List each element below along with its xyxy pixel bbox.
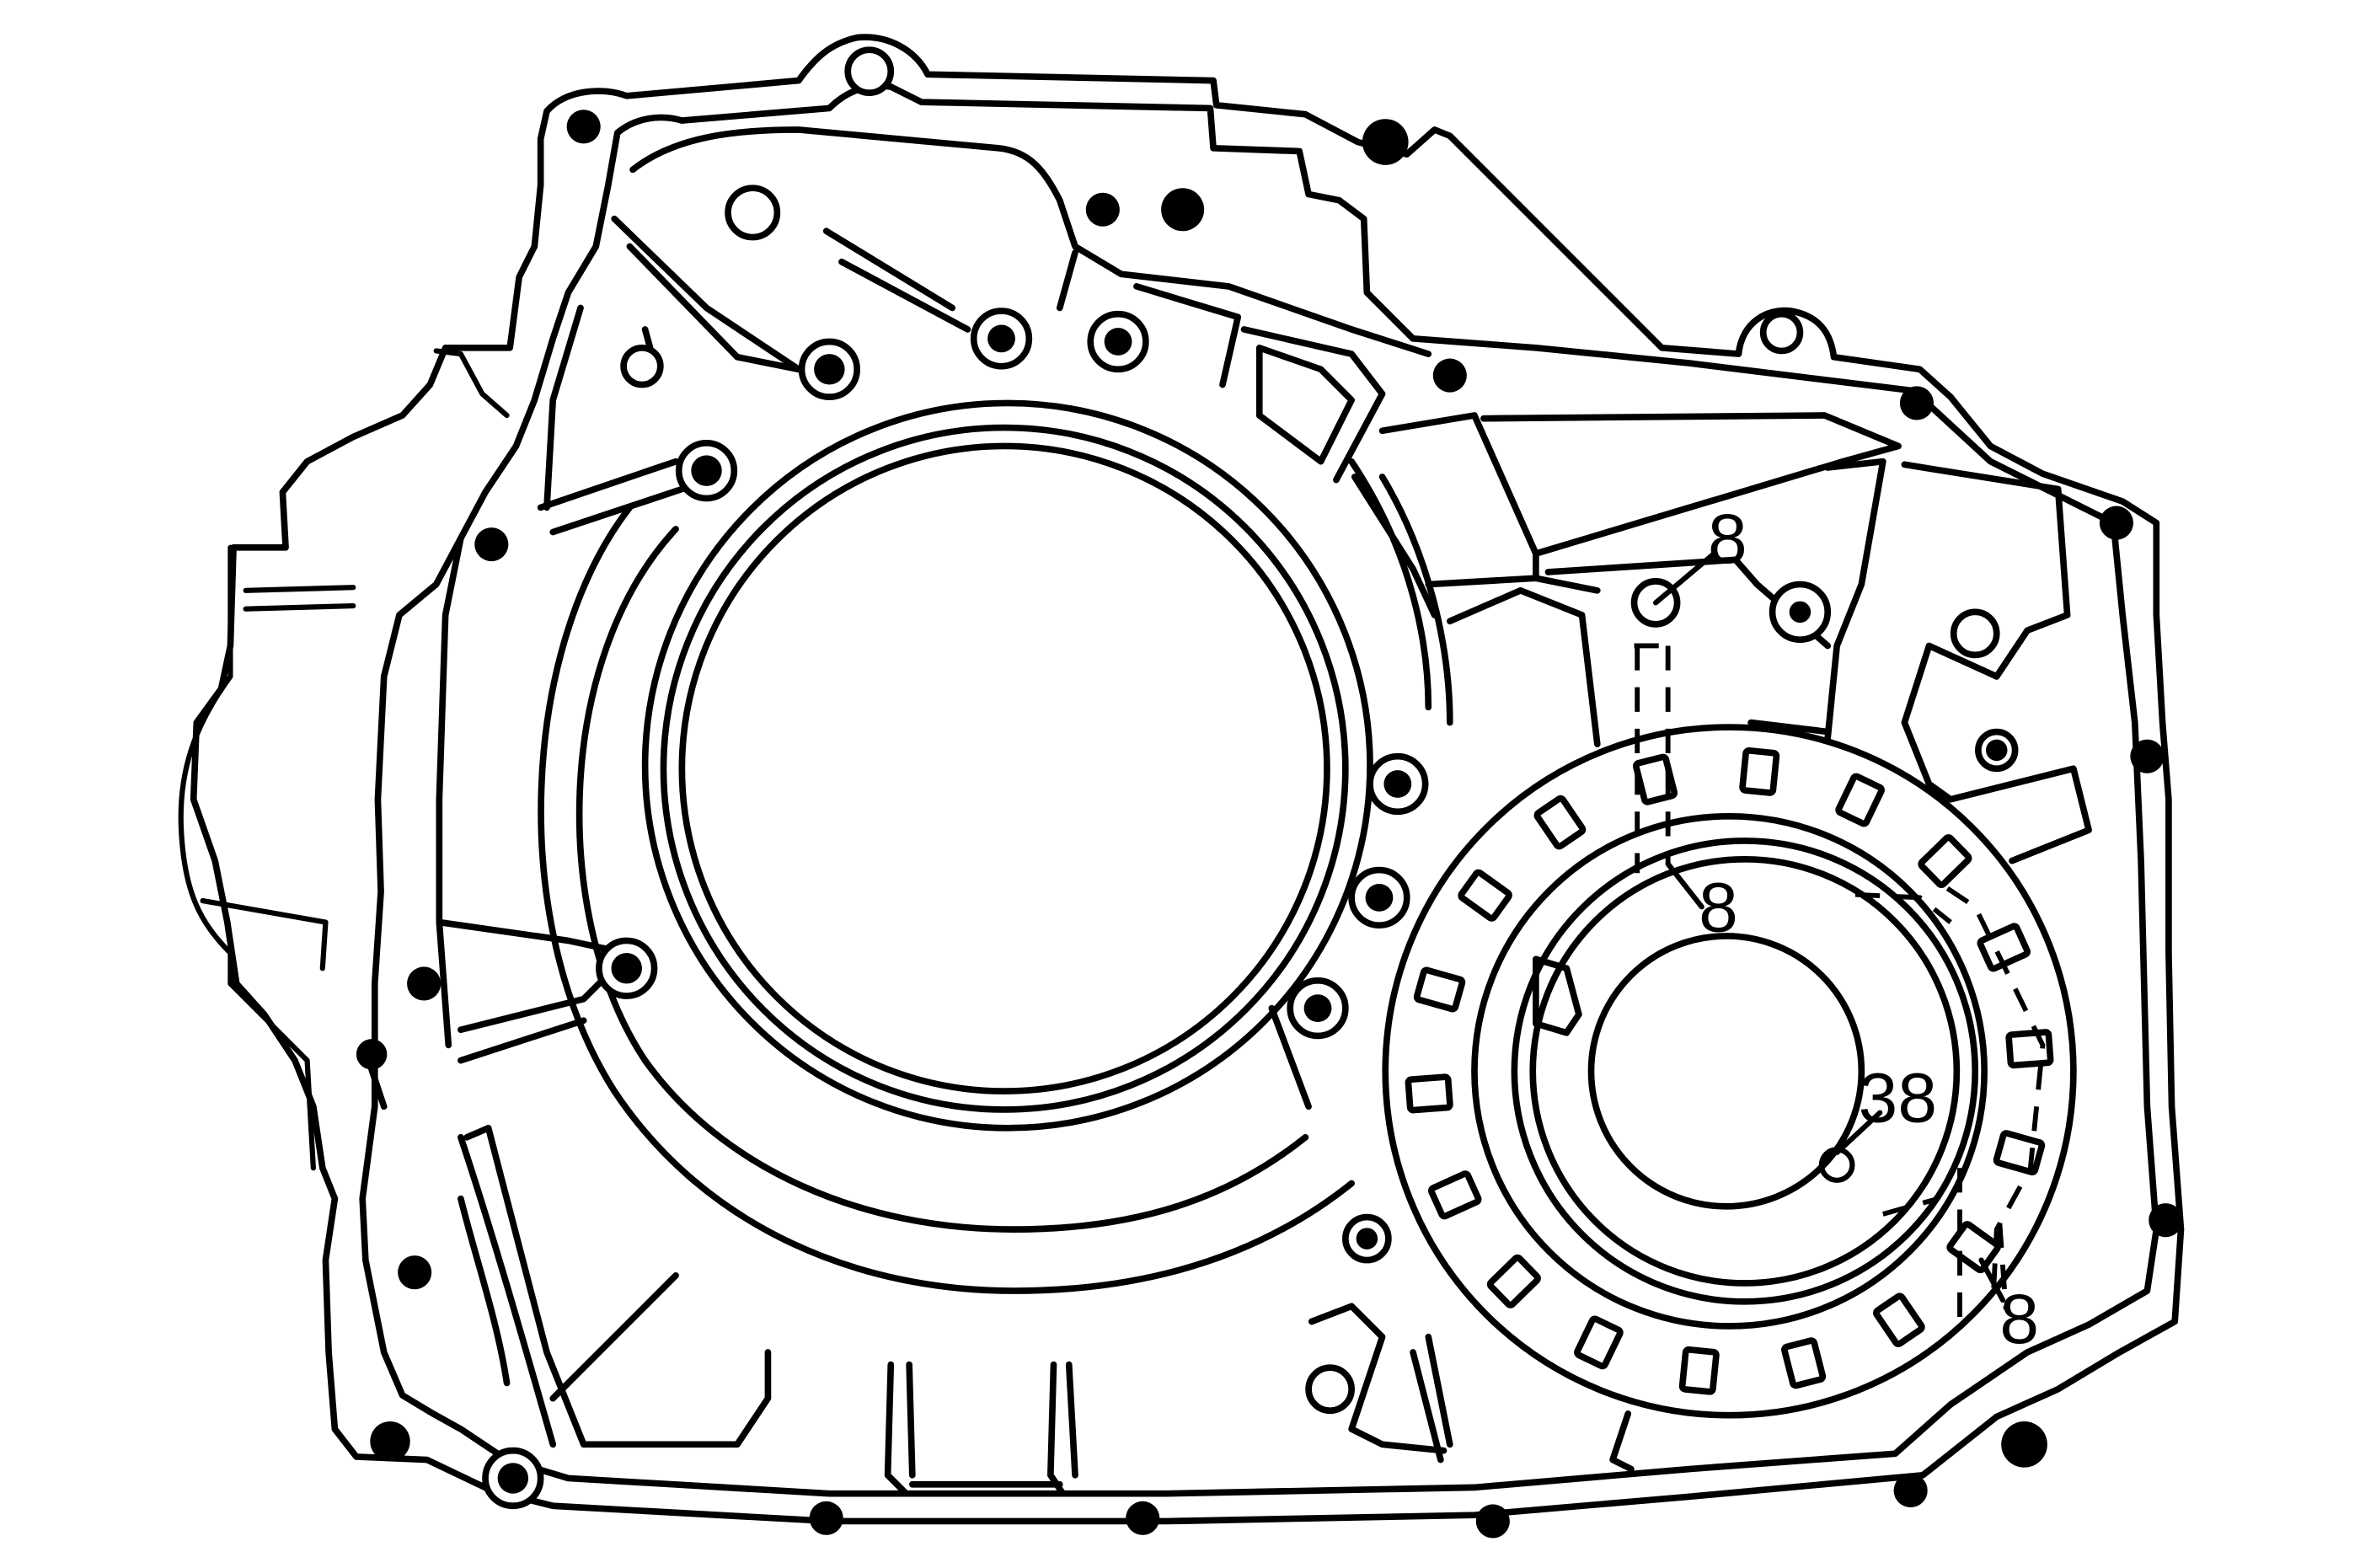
- bolt-hole: [1161, 188, 1205, 232]
- bolt-hole: [407, 966, 441, 1001]
- bolt-hole: [1432, 358, 1467, 393]
- bolt-hole: [1348, 866, 1410, 929]
- callout-leaders: [1652, 550, 2006, 1303]
- bolt-hole: [1085, 192, 1120, 227]
- bolt-hole: [1475, 1504, 1510, 1539]
- drum-lug: [1427, 1170, 1482, 1220]
- drum-lug: [1781, 1337, 1827, 1389]
- solid-bolt-holes: [356, 110, 2183, 1539]
- drum-lug: [1993, 1130, 2046, 1176]
- drum-lug: [1458, 869, 1512, 922]
- bolt-hole: [1087, 310, 1149, 373]
- bolt-hole: [1769, 581, 1832, 643]
- bolt-hole: [1899, 386, 1935, 420]
- hollow-bosses: [620, 46, 2000, 1415]
- callout-center-38: 38: [1859, 1058, 1937, 1137]
- bolt-hole: [798, 338, 860, 400]
- bolt-hole: [2130, 739, 2165, 773]
- internal-ribs: [365, 126, 2092, 1497]
- drum-lug: [2005, 1029, 2054, 1069]
- left-bore: [538, 399, 1453, 1294]
- bolt-hole: [1367, 752, 1429, 816]
- drum-lug: [1486, 1254, 1541, 1308]
- bolt-hole: [1975, 728, 2019, 773]
- bolt-hole: [474, 527, 509, 562]
- bolt-hole: [2099, 506, 2133, 540]
- bolt-hole: [1362, 119, 1409, 165]
- drum-lug: [1413, 966, 1466, 1013]
- bolt-hole: [1893, 1473, 1928, 1508]
- bolt-hole: [356, 1039, 388, 1070]
- drum-lug: [1533, 795, 1587, 850]
- callout-bottom-8: 8: [1999, 1279, 2039, 1358]
- bolt-hole: [675, 439, 738, 502]
- bolt-hole: [2001, 1421, 2047, 1468]
- right-bore: [1382, 724, 2077, 1419]
- drum-lug: [1739, 747, 1780, 796]
- bolt-hole: [482, 1447, 544, 1510]
- bolt-hole: [566, 110, 601, 144]
- bolt-hole: [398, 1255, 432, 1290]
- bolt-hole: [1342, 1213, 1392, 1264]
- bolt-hole: [596, 937, 658, 999]
- drum-lug: [1918, 834, 1972, 888]
- case-outer-flange: [178, 34, 2185, 1525]
- drum-lug: [1977, 923, 2031, 972]
- bolt-hole: [1287, 977, 1349, 1040]
- bolt-hole: [370, 1421, 410, 1462]
- drum-lug: [1574, 1315, 1624, 1370]
- drum-lugs: [1405, 747, 2054, 1395]
- drum-lug: [1405, 1073, 1453, 1114]
- bolt-hole: [970, 308, 1033, 370]
- drum-lug: [1873, 1292, 1925, 1347]
- bolt-hole: [809, 1501, 843, 1535]
- bolt-hole: [2149, 1203, 2183, 1238]
- callout-top-8: 8: [1708, 499, 1747, 578]
- drum-lug: [1678, 1346, 1720, 1395]
- drum-lug: [1835, 773, 1885, 827]
- drum-lug: [1946, 1221, 2001, 1274]
- hidden-passages: [1634, 643, 2046, 1322]
- bolt-hole: [1126, 1501, 1160, 1535]
- callout-middle-8: 8: [1699, 867, 1738, 946]
